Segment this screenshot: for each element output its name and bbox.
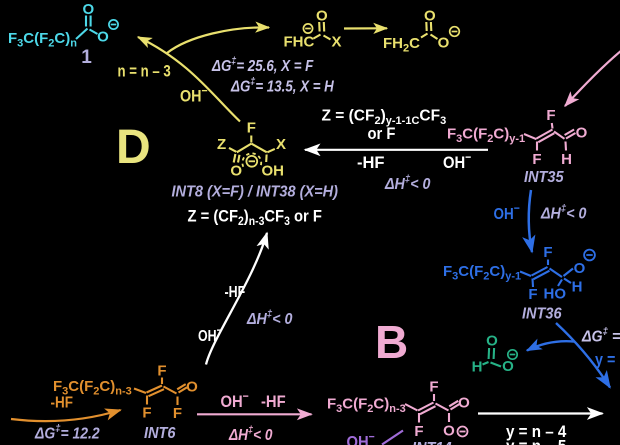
svg-text:H: H	[472, 359, 483, 376]
svg-text:ΔG‡= 13.5, X = H: ΔG‡= 13.5, X = H	[230, 76, 334, 96]
svg-text:INT35: INT35	[524, 168, 564, 186]
svg-text:y =: y =	[595, 351, 615, 369]
svg-text:FHC: FHC	[284, 34, 315, 51]
svg-text:-HF: -HF	[225, 282, 246, 300]
svg-text:FH2C: FH2C	[383, 35, 420, 54]
svg-text:F: F	[157, 363, 166, 380]
svg-text:ΔH‡< 0: ΔH‡< 0	[384, 174, 431, 193]
svg-text:X: X	[331, 34, 341, 51]
svg-text:O: O	[316, 8, 328, 25]
svg-text:-HF: -HF	[261, 393, 286, 411]
svg-text:INT8 (X=F) / INT38 (X=H): INT8 (X=F) / INT38 (X=H)	[172, 183, 338, 201]
svg-text:INT6: INT6	[144, 424, 176, 442]
svg-text:F: F	[528, 286, 537, 303]
svg-text:OH−: OH−	[443, 151, 472, 172]
svg-text:F3C(F2C)y-1: F3C(F2C)y-1	[443, 263, 521, 282]
svg-text:F3C(F2C)n-3: F3C(F2C)n-3	[53, 378, 132, 397]
svg-text:HO: HO	[544, 286, 567, 303]
svg-text:O: O	[424, 8, 436, 25]
svg-text:B: B	[375, 316, 408, 368]
svg-text:F: F	[532, 151, 541, 168]
svg-text:O: O	[438, 35, 450, 52]
svg-text:F3C(F2C)n-3: F3C(F2C)n-3	[327, 396, 406, 415]
svg-text:O: O	[443, 423, 455, 440]
svg-text:H: H	[572, 279, 583, 296]
svg-text:-HF: -HF	[51, 395, 74, 412]
svg-text:F: F	[546, 107, 555, 124]
svg-text:O: O	[230, 163, 242, 180]
svg-text:y = n – 4: y = n – 4	[506, 423, 566, 441]
svg-text:n = n – 3: n = n – 3	[118, 62, 171, 81]
svg-text:F: F	[543, 244, 552, 261]
svg-text:y = n – 5: y = n – 5	[506, 438, 566, 445]
svg-text:F: F	[429, 379, 438, 396]
svg-text:F3C(F2C)n: F3C(F2C)n	[8, 30, 77, 49]
svg-text:1: 1	[81, 47, 92, 68]
svg-text:ΔH‡< 0: ΔH‡< 0	[540, 203, 587, 222]
svg-text:O: O	[186, 379, 198, 396]
svg-text:O: O	[82, 1, 94, 18]
svg-text:ΔH‡< 0: ΔH‡< 0	[228, 425, 272, 445]
svg-text:F: F	[173, 405, 182, 422]
svg-text:Z: Z	[217, 136, 226, 153]
svg-text:O: O	[97, 29, 109, 46]
svg-text:OH−: OH−	[180, 85, 208, 106]
svg-text:O: O	[458, 395, 470, 412]
svg-text:O: O	[502, 358, 514, 375]
svg-text:OH−: OH−	[198, 324, 222, 344]
svg-text:ΔG‡ =: ΔG‡ =	[581, 326, 620, 345]
svg-text:X: X	[276, 136, 286, 153]
svg-text:ΔG‡= 12.2: ΔG‡= 12.2	[34, 423, 100, 443]
svg-text:-HF: -HF	[357, 154, 385, 172]
svg-text:OH: OH	[262, 163, 285, 180]
svg-text:F: F	[142, 405, 151, 422]
svg-text:O: O	[574, 260, 586, 277]
svg-text:D: D	[116, 121, 151, 174]
svg-text:O: O	[576, 125, 588, 142]
svg-text:O: O	[486, 333, 498, 350]
svg-text:ΔG‡= 25.6, X = F: ΔG‡= 25.6, X = F	[211, 55, 314, 75]
svg-text:F: F	[247, 120, 256, 137]
svg-text:H: H	[561, 151, 572, 168]
svg-text:or F: or F	[368, 125, 396, 143]
svg-text:OH−: OH−	[221, 390, 250, 411]
svg-text:ΔH‡< 0: ΔH‡< 0	[246, 309, 293, 328]
svg-text:F3C(F2C)y-1: F3C(F2C)y-1	[447, 126, 525, 145]
svg-text:INT14: INT14	[412, 439, 452, 445]
svg-text:INT36: INT36	[522, 305, 562, 323]
svg-text:OH−: OH−	[347, 431, 376, 445]
svg-text:OH−: OH−	[494, 202, 521, 223]
svg-text:F: F	[414, 423, 423, 440]
